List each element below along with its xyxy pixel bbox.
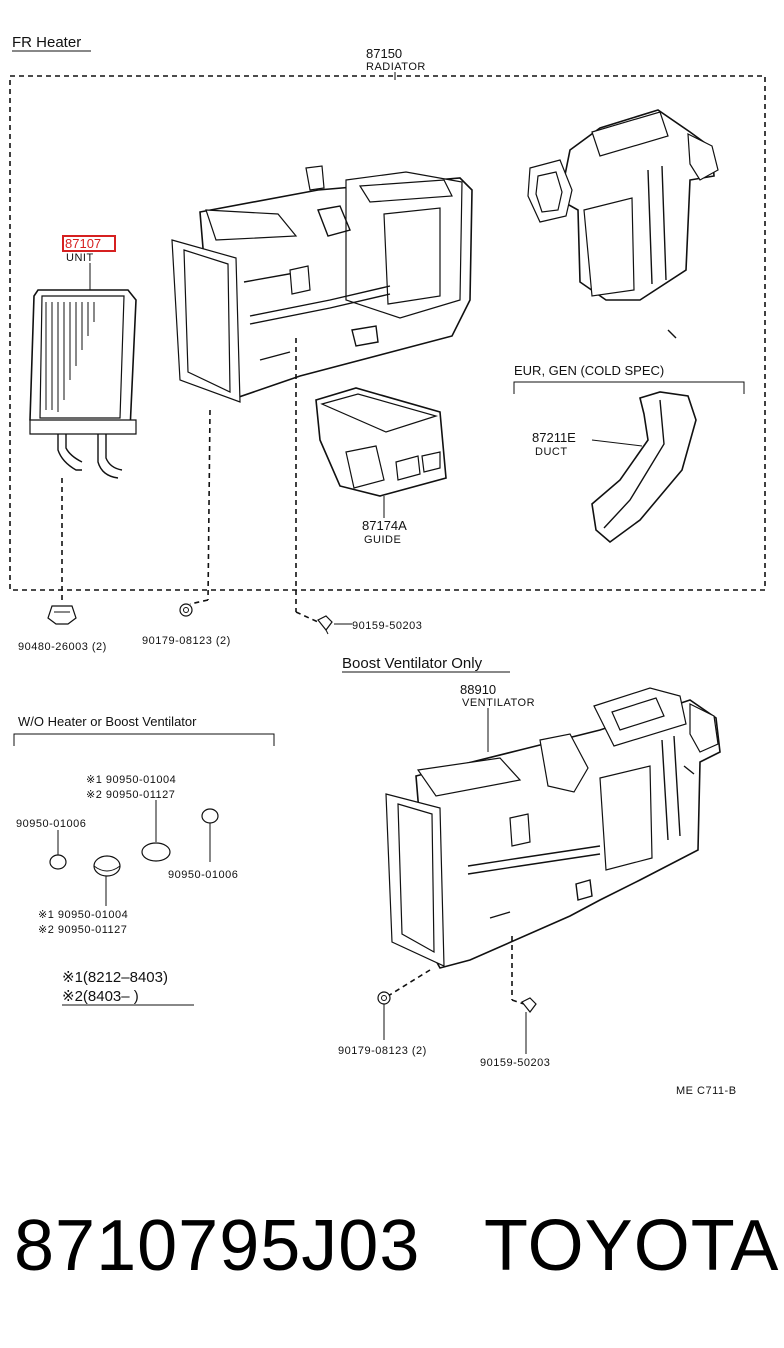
radiator-assembly-boundary	[9, 75, 766, 591]
boost-ventilator-drawing	[385, 687, 721, 969]
duct-leader	[591, 439, 643, 447]
plug-note-top-1: ※1 90950-01004	[86, 774, 176, 786]
section-boost-title: Boost Ventilator Only	[342, 655, 483, 672]
nut-icon	[179, 603, 193, 617]
radiator-name: RADIATOR	[366, 61, 426, 73]
guide-drawing	[315, 387, 447, 497]
plug-medium-icon	[141, 842, 171, 862]
unit-number: 87107	[65, 236, 101, 251]
plug-large-icon	[93, 855, 121, 877]
boost-screw-part-number: 90159-50203	[480, 1057, 550, 1069]
boost-screw-icon	[521, 997, 537, 1013]
nut-leader	[207, 409, 211, 601]
unit-number-highlight	[62, 235, 116, 252]
duct-drawing	[591, 391, 697, 544]
plug-note-top-2: ※2 90950-01127	[86, 789, 175, 801]
section-fr-heater-title: FR Heater	[12, 34, 81, 51]
boost-screw-leader-h	[511, 999, 525, 1005]
plug-a-icon	[49, 854, 67, 870]
heater-core-drawing	[29, 289, 137, 479]
legend-line-2: ※2(8403– )	[62, 988, 139, 1005]
radiator-number: 87150	[366, 46, 402, 61]
section-wo-bracket	[13, 733, 275, 746]
footer-part-number: 8710795J03	[14, 1206, 420, 1286]
guide-name: GUIDE	[364, 534, 401, 546]
grommet-part-number: 90480-26003 (2)	[18, 641, 107, 653]
unit-name: UNIT	[66, 252, 94, 264]
footer-brand: TOYOTA	[484, 1206, 779, 1286]
duct-name: DUCT	[535, 446, 568, 458]
screw-leader-h	[295, 611, 319, 623]
eur-gen-header: EUR, GEN (COLD SPEC)	[514, 363, 664, 378]
nut-part-number: 90179-08123 (2)	[142, 635, 231, 647]
boost-nut-icon	[377, 991, 391, 1005]
plug-b-part-number: 90950-01006	[168, 869, 238, 881]
eur-gen-bracket	[513, 381, 745, 394]
guide-number: 87174A	[362, 518, 407, 533]
screw-part-number: 90159-50203	[352, 620, 422, 632]
ventilator-name: VENTILATOR	[462, 697, 535, 709]
boost-nut-leader	[387, 969, 431, 997]
grommet-icon	[47, 605, 77, 625]
upper-ventilator-drawing	[527, 109, 719, 339]
plug-note-bottom-1: ※1 90950-01004	[38, 909, 128, 921]
ventilator-number: 88910	[460, 682, 496, 697]
screw-icon	[317, 615, 333, 635]
plug-b-icon	[201, 808, 219, 824]
section-wo-title: W/O Heater or Boost Ventilator	[18, 714, 197, 729]
plug-note-bottom-2: ※2 90950-01127	[38, 924, 127, 936]
plug-a-part-number: 90950-01006	[16, 818, 86, 830]
diagram-code: ME C711-B	[676, 1085, 737, 1097]
legend-line-1: ※1(8212–8403)	[62, 969, 168, 986]
heater-box-drawing	[171, 165, 473, 403]
duct-number: 87211E	[532, 430, 576, 445]
boost-nut-part-number: 90179-08123 (2)	[338, 1045, 427, 1057]
nut-leader-h	[189, 599, 209, 605]
